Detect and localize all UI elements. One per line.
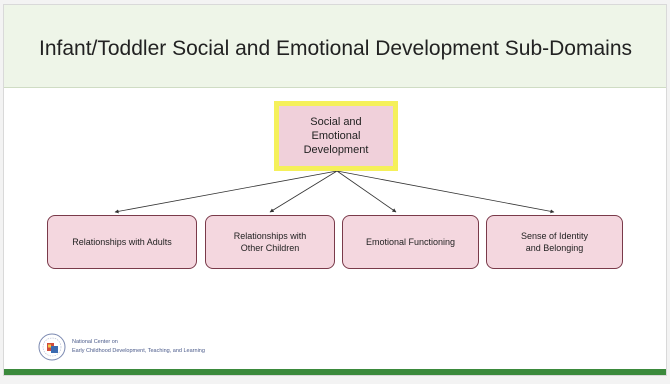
node-label: Relationships with Adults [72,237,172,247]
organization-name-line1: National Center on [72,339,118,345]
node-emotional-functioning: Emotional Functioning [342,215,479,269]
slide: Infant/Toddler Social and Emotional Deve… [3,4,667,376]
ncecdtl-logo-icon [38,333,66,361]
connector-4 [336,170,555,214]
organization-name-line2: Early Childhood Development, Teaching, a… [72,348,205,354]
root-node-label: Social and Emotional Development [303,116,369,156]
node-label: Sense of Identity and Belonging [520,231,589,253]
connector-3 [336,170,397,213]
node-relationships-with-adults: Relationships with Adults [47,215,197,269]
node-label: Emotional Functioning [365,237,456,247]
organization-name: National Center on Early Childhood Devel… [72,338,205,356]
title-band: Infant/Toddler Social and Emotional Deve… [4,5,666,88]
connector-2 [269,170,338,213]
connector-1 [114,170,338,214]
root-node: Social and Emotional Development [274,101,398,171]
node-label: Relationships with Other Children [233,231,307,253]
bottom-accent-bar [4,369,666,375]
node-relationships-with-other-children: Relationships with Other Children [205,215,335,269]
node-sense-of-identity: Sense of Identity and Belonging [486,215,623,269]
slide-title: Infant/Toddler Social and Emotional Deve… [39,37,632,60]
connector-lines [114,170,555,214]
